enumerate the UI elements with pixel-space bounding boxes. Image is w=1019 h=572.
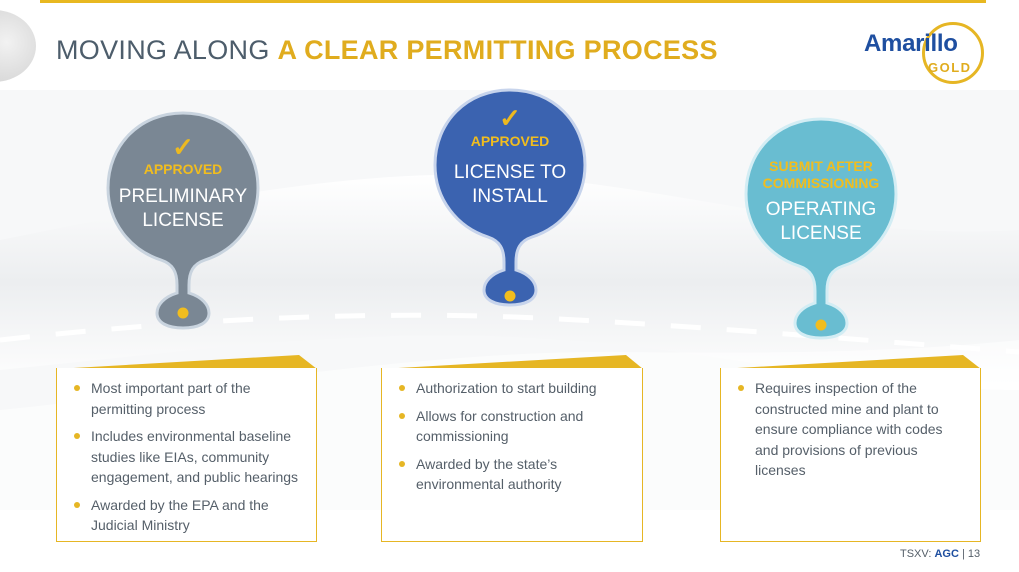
bullet-text: Awarded by the EPA and the Judicial Mini… bbox=[91, 496, 269, 534]
pin-operating-license: SUBMIT AFTER COMMISSIONING OPERATING LIC… bbox=[743, 116, 899, 340]
list-item: Awarded by the state’s environmental aut… bbox=[396, 454, 628, 495]
bullet-dot bbox=[399, 412, 405, 419]
checkmark-icon: ✓ bbox=[172, 132, 194, 162]
top-accent-rule bbox=[40, 0, 986, 3]
pin-label-line-1: PRELIMINARY bbox=[118, 186, 248, 207]
list-item: Allows for construction and commissionin… bbox=[396, 406, 628, 447]
bullet-text: Most important part of the permitting pr… bbox=[91, 380, 251, 417]
list-item: Authorization to start building bbox=[396, 378, 628, 399]
logo-subword: GOLD bbox=[928, 60, 972, 75]
card-license-to-install: Authorization to start building Allows f… bbox=[381, 368, 643, 542]
pin-shape bbox=[433, 88, 587, 307]
title-part-1: MOVING ALONG bbox=[56, 35, 270, 65]
logo-ring bbox=[922, 22, 984, 84]
bullet-text: Includes environmental baseline studies … bbox=[91, 428, 299, 485]
page-number: 13 bbox=[967, 548, 981, 560]
pin-label-line-2: LICENSE bbox=[142, 210, 224, 231]
footer-separator: | bbox=[961, 548, 965, 560]
card-flap bbox=[56, 355, 317, 369]
list-item: Includes environmental baseline studies … bbox=[71, 426, 302, 488]
footer-exchange: TSXV: bbox=[900, 548, 932, 560]
card-preliminary-license: Most important part of the permitting pr… bbox=[56, 368, 317, 542]
bullet-dot bbox=[74, 433, 80, 439]
footer-ticker: AGC bbox=[934, 548, 959, 560]
pin-status: APPROVED bbox=[143, 161, 223, 177]
card-flap bbox=[381, 355, 643, 369]
bullet-text: Authorization to start building bbox=[416, 380, 597, 396]
corner-decoration bbox=[0, 10, 36, 82]
pin-label-line-1: LICENSE TO bbox=[453, 162, 567, 183]
pin-label-line-2: INSTALL bbox=[472, 186, 548, 207]
title-part-2: A CLEAR PERMITTING PROCESS bbox=[277, 35, 718, 65]
bullet-text: Requires inspection of the constructed m… bbox=[755, 380, 943, 478]
card-flap bbox=[720, 355, 981, 369]
checkmark-icon: ✓ bbox=[499, 103, 521, 133]
bullet-dot bbox=[738, 385, 744, 391]
bullet-text: Awarded by the state’s environmental aut… bbox=[416, 455, 562, 493]
pin-shape bbox=[744, 117, 898, 340]
pin-label-line-2: LICENSE bbox=[780, 223, 862, 244]
bullet-text: Allows for construction and commissionin… bbox=[416, 407, 584, 445]
page-title: MOVING ALONG A CLEAR PERMITTING PROCESS bbox=[56, 35, 718, 66]
bullet-dot bbox=[74, 501, 80, 508]
bullet-dot bbox=[399, 460, 405, 467]
pin-label-line-1: OPERATING bbox=[765, 199, 877, 220]
logo-word: Amarillo bbox=[864, 30, 958, 57]
pin-status: APPROVED bbox=[470, 133, 550, 149]
pin-license-to-install: ✓ APPROVED LICENSE TO INSTALL bbox=[432, 87, 588, 307]
list-item: Awarded by the EPA and the Judicial Mini… bbox=[71, 495, 302, 536]
pin-status-line-1: SUBMIT AFTER bbox=[769, 158, 873, 174]
bullet-dot bbox=[399, 385, 405, 391]
bullet-dot bbox=[74, 385, 80, 391]
list-item: Most important part of the permitting pr… bbox=[71, 378, 302, 419]
pin-shape bbox=[106, 111, 260, 330]
list-item: Requires inspection of the constructed m… bbox=[735, 378, 966, 481]
slide-footer: TSXV: AGC | 13 bbox=[900, 548, 980, 560]
pin-status-line-2: COMMISSIONING bbox=[762, 175, 880, 191]
card-operating-license: Requires inspection of the constructed m… bbox=[720, 368, 981, 542]
company-logo: Amarillo GOLD bbox=[862, 20, 992, 86]
pin-preliminary-license: ✓ APPROVED PRELIMINARY LICENSE bbox=[105, 110, 261, 330]
